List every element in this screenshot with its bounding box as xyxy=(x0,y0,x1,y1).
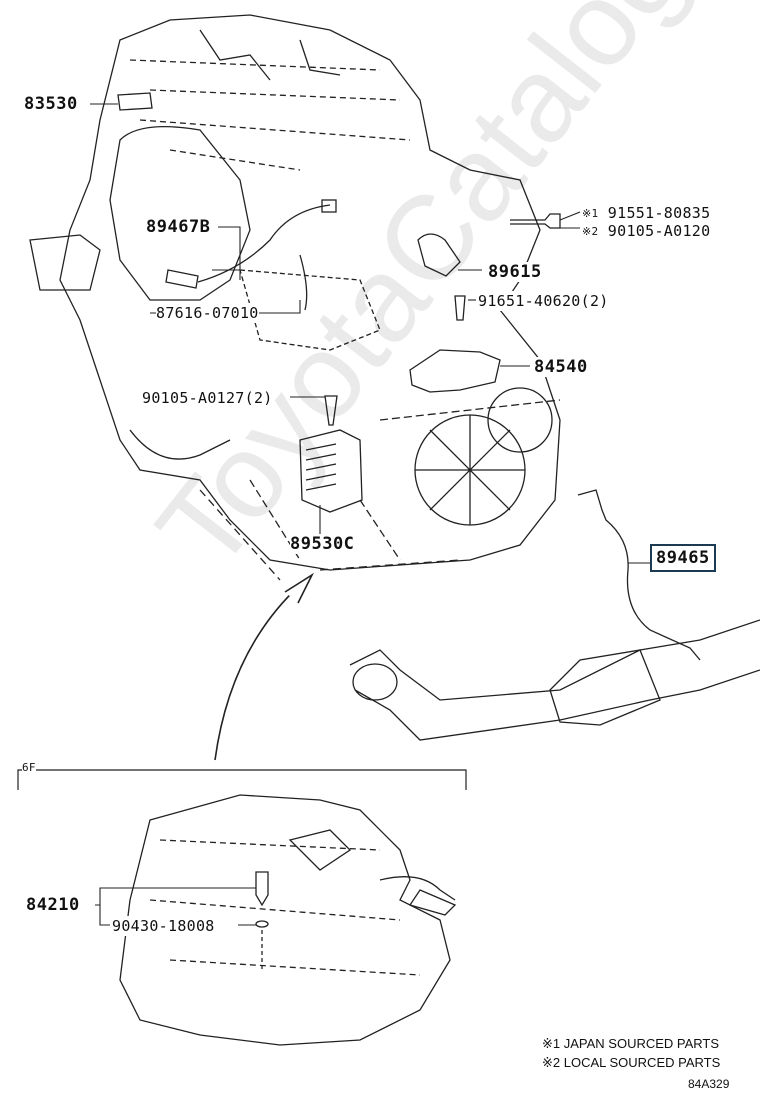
part-label-90105-a0120[interactable]: ※2 90105-A0120 xyxy=(582,221,711,242)
local-sourced-mark: ※2 xyxy=(582,225,599,238)
legend-local-sourced: ※2 LOCAL SOURCED PARTS xyxy=(542,1055,721,1070)
diagram-code: 84A329 xyxy=(688,1077,730,1091)
japan-sourced-mark: ※1 xyxy=(582,207,599,220)
sensor-89615 xyxy=(417,233,461,277)
section-label-6f: 6F xyxy=(22,758,36,778)
transmission-6f-outline xyxy=(119,794,451,1046)
part-label-87616-07010[interactable]: 87616-07010 xyxy=(156,303,259,323)
switch-84540 xyxy=(409,349,501,393)
sensor-83530 xyxy=(117,92,153,111)
part-label-89530c[interactable]: 89530C xyxy=(290,534,355,554)
part-label-89465-highlighted[interactable]: 89465 xyxy=(650,544,716,572)
part-number: 90105-A0120 xyxy=(607,222,711,240)
sensor-89467b xyxy=(165,269,199,289)
part-label-83530[interactable]: 83530 xyxy=(24,94,78,114)
part-label-84540[interactable]: 84540 xyxy=(534,357,588,377)
engine-outline xyxy=(59,14,561,571)
part-number: 91551-80835 xyxy=(607,204,711,222)
part-label-90430-18008[interactable]: 90430-18008 xyxy=(112,916,215,936)
ecu-89530c xyxy=(299,429,363,513)
part-label-89615[interactable]: 89615 xyxy=(488,262,542,282)
section-bracket xyxy=(17,769,467,790)
switch-84210 xyxy=(255,871,269,907)
part-label-89467b[interactable]: 89467B xyxy=(146,217,211,237)
part-label-91651-40620[interactable]: 91651-40620(2) xyxy=(478,291,609,311)
part-label-90105-a0127[interactable]: 90105-A0127(2) xyxy=(142,388,273,408)
leader-lines xyxy=(90,103,650,926)
reference-arrow xyxy=(214,584,301,761)
legend-japan-sourced: ※1 JAPAN SOURCED PARTS xyxy=(542,1036,720,1051)
sensor-89465 xyxy=(577,489,701,661)
exhaust-pipe xyxy=(349,619,760,741)
part-label-91551-80835[interactable]: ※1 91551-80835 xyxy=(582,203,711,224)
part-label-84210[interactable]: 84210 xyxy=(26,895,80,915)
